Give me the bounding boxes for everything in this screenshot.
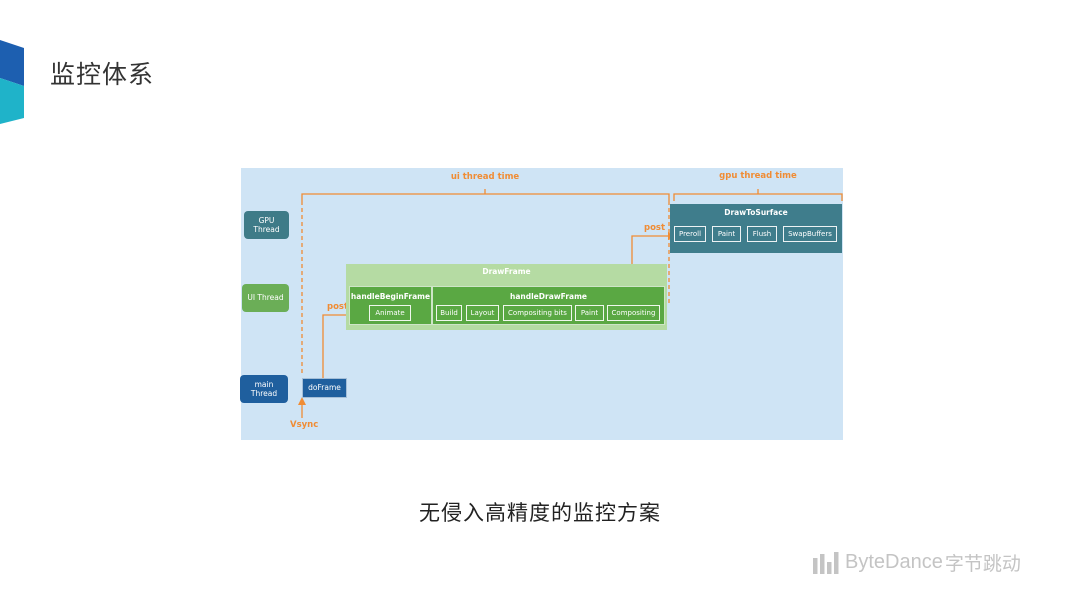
rendering-pipeline-diagram: ui thread time gpu thread time GPU Threa…: [240, 168, 843, 440]
ui-thread-time-label: ui thread time: [450, 172, 520, 182]
step-paint: Paint: [575, 305, 604, 321]
gpu-thread-time-label: gpu thread time: [719, 171, 797, 181]
gpu-thread-lane: GPU Thread: [244, 211, 289, 239]
logo-brand-text: ByteDance: [845, 551, 943, 573]
handle-begin-frame-box: handleBeginFrame Animate: [349, 286, 432, 325]
step-flush: Flush: [747, 226, 777, 242]
handle-draw-frame-title: handleDrawFrame: [510, 292, 587, 301]
handle-begin-frame-title: handleBeginFrame: [350, 292, 431, 301]
bytedance-bars-icon: [813, 551, 839, 574]
vsync-label: Vsync: [290, 420, 319, 430]
step-swapbuffers: SwapBuffers: [783, 226, 837, 242]
drawtosurface-group: DrawToSurface Preroll Paint Flush SwapBu…: [670, 204, 842, 253]
step-animate: Animate: [369, 305, 411, 321]
step-gpu-paint: Paint: [712, 226, 741, 242]
slide-title: 监控体系: [50, 60, 155, 89]
slide-caption: 无侵入高精度的监控方案: [419, 501, 661, 525]
handle-draw-frame-box: handleDrawFrame Build Layout Compositing…: [432, 286, 665, 325]
main-thread-lane: main Thread: [240, 375, 288, 403]
doframe-box: doFrame: [302, 378, 347, 398]
step-build: Build: [436, 305, 462, 321]
logo-brand-cn: 字节跳动: [944, 553, 1021, 575]
corner-accent: [0, 40, 24, 124]
step-layout: Layout: [466, 305, 499, 321]
drawtosurface-title: DrawToSurface: [724, 208, 788, 217]
drawframe-group: DrawFrame handleBeginFrame Animate handl…: [346, 264, 667, 330]
step-preroll: Preroll: [674, 226, 706, 242]
post-label-ui: post: [327, 302, 349, 312]
step-compositing-bits: Compositing bits: [503, 305, 572, 321]
drawframe-title: DrawFrame: [482, 267, 531, 276]
post-label-gpu: post: [644, 223, 666, 233]
step-compositing: Compositing: [607, 305, 660, 321]
ui-thread-lane: UI Thread: [242, 284, 289, 312]
bytedance-logo: ByteDance 字节跳动: [813, 549, 1021, 576]
